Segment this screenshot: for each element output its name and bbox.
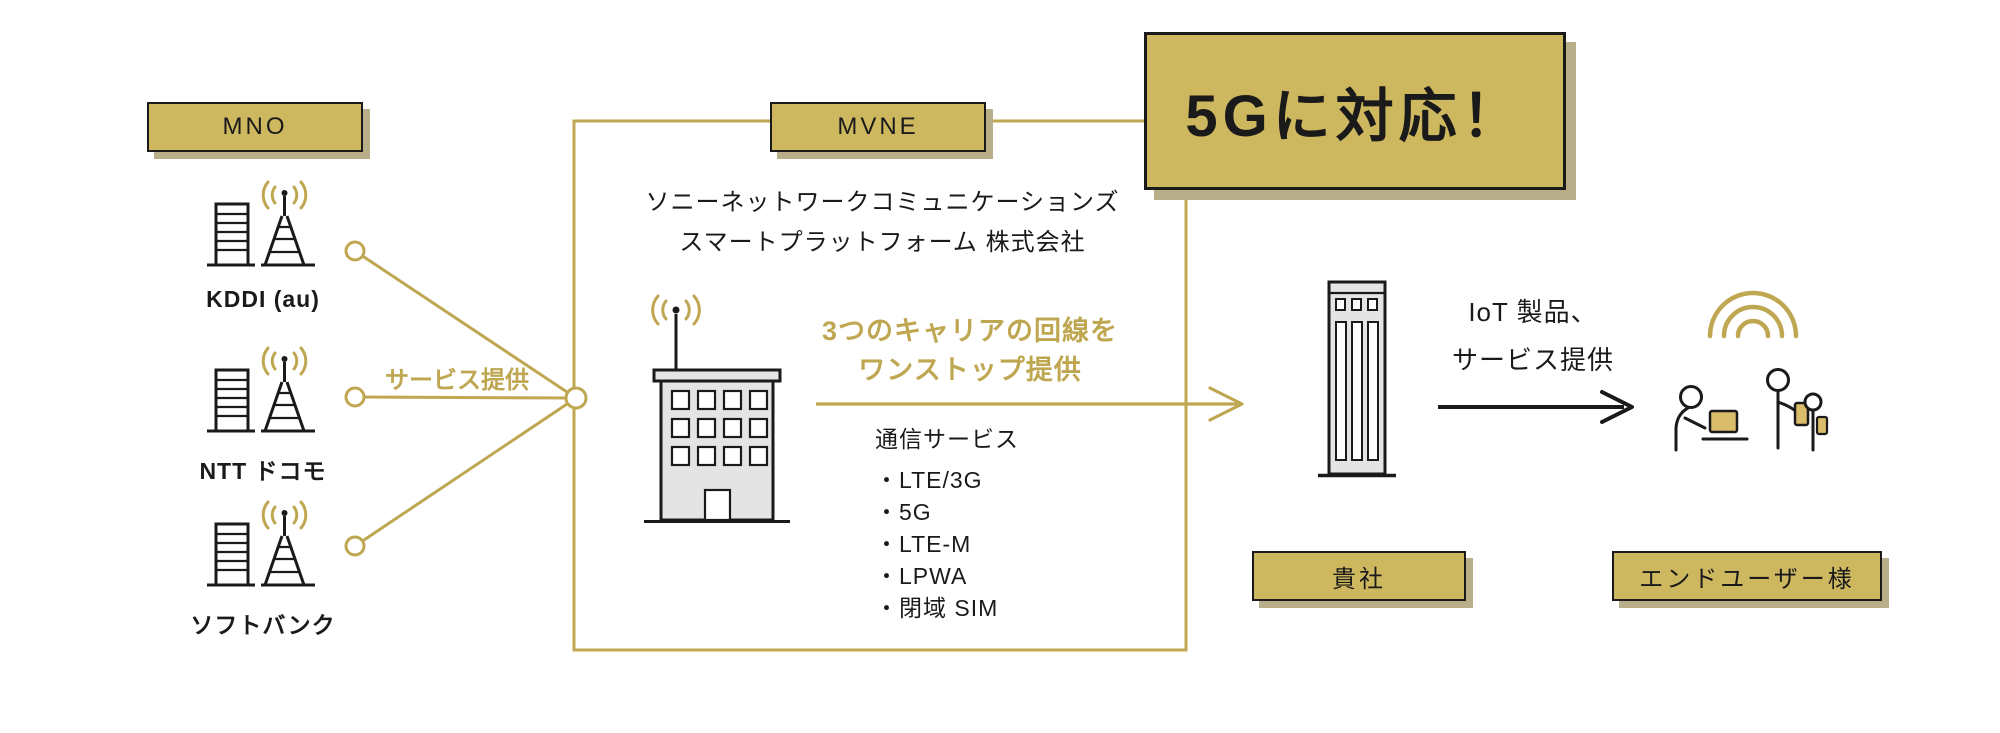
carrier-kddi: KDDI (au) (168, 180, 358, 313)
customer-label: 貴社 (1332, 565, 1386, 593)
service-provision-label: サービス提供 (385, 367, 529, 394)
mvne-to-customer-arrow-head (1208, 386, 1244, 422)
end-user-label-box: エンドユーザー様 (1612, 551, 1882, 601)
customer-building-icon (1296, 268, 1416, 508)
connector-node-kddi (344, 240, 366, 262)
pitch-line2: ワンストップ提供 (858, 355, 1082, 385)
customer-label-box: 貴社 (1252, 551, 1466, 601)
iot-text-line1: IoT 製品、 (1468, 297, 1598, 327)
service-item-lte3g: ・LTE/3G (875, 467, 983, 493)
carrier-softbank: ソフトバンク (168, 500, 358, 640)
iot-provision-text: IoT 製品、 サービス提供 (1408, 288, 1658, 384)
mvne-label: MVNE (837, 113, 919, 140)
one-stop-pitch: 3つのキャリアの回線を ワンストップ提供 (780, 312, 1160, 390)
carrier-building-tower-icon (203, 346, 323, 446)
mvne-building-icon (632, 292, 802, 547)
company-name-line1: ソニーネットワークコミュニケーションズ (645, 189, 1120, 216)
mvne-label-box: MVNE (770, 102, 986, 152)
carrier-docomo: NTT ドコモ (168, 346, 358, 486)
company-name-line2: スマートプラットフォーム 株式会社 (679, 229, 1086, 256)
mvne-company-name: ソニーネットワークコミュニケーションズ スマートプラットフォーム 株式会社 (610, 183, 1155, 263)
carrier-building-tower-icon (203, 180, 323, 280)
service-item-lte-m: ・LTE-M (875, 531, 972, 557)
carrier-converging-lines (354, 249, 577, 548)
iot-text-line2: サービス提供 (1451, 345, 1614, 375)
service-item-5g: ・5G (875, 499, 932, 525)
pitch-line1: 3つのキャリアの回線を (821, 316, 1118, 346)
end-user-label: エンドユーザー様 (1639, 565, 1855, 593)
connector-node-softbank (344, 535, 366, 557)
badge-5g-label: 5Gに対応！ (1185, 84, 1525, 149)
services-title: 通信サービス (875, 426, 1019, 452)
mno-label: MNO (222, 113, 288, 140)
connector-node-docomo (344, 386, 366, 408)
wifi-signal-icon (1703, 282, 1803, 345)
service-item-closed-sim: ・閉域 SIM (875, 595, 999, 621)
carrier-name-softbank: ソフトバンク (190, 612, 336, 638)
mno-label-box: MNO (147, 102, 363, 152)
service-item-lpwa: ・LPWA (875, 563, 968, 589)
connector-hub-node (564, 386, 588, 410)
carrier-building-tower-icon (203, 500, 323, 600)
carrier-name-docomo: NTT ドコモ (199, 458, 327, 484)
badge-5g: 5Gに対応！ (1144, 32, 1566, 190)
services-list: 通信サービス ・LTE/3G ・5G ・LTE-M ・LPWA ・閉域 SIM (875, 420, 1019, 624)
customer-to-enduser-arrow-head (1600, 390, 1634, 424)
carrier-name-kddi: KDDI (au) (206, 286, 320, 312)
end-users-icon (1655, 355, 1830, 480)
